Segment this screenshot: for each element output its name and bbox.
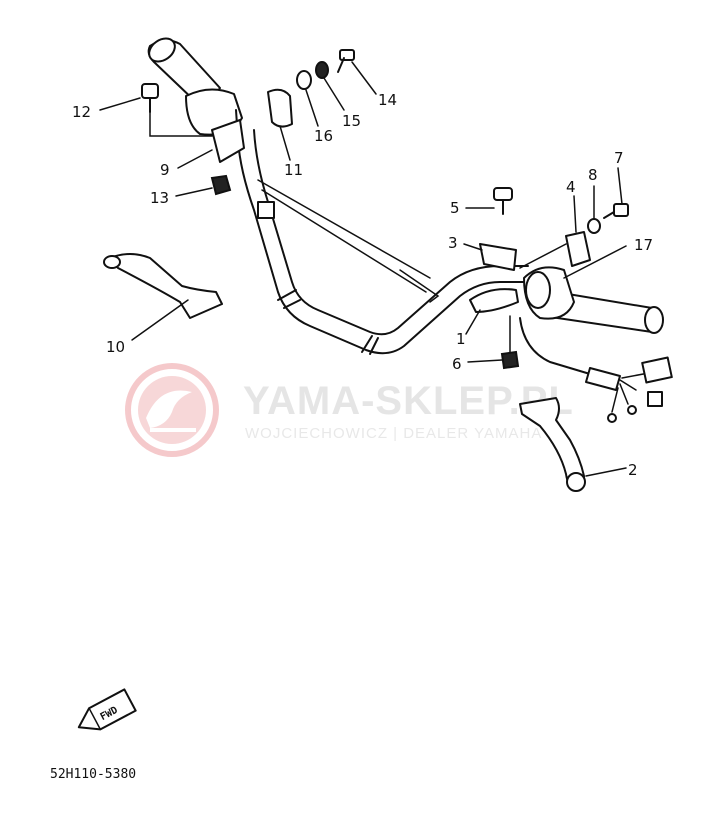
callout-12: 12 xyxy=(72,103,91,121)
watermark-title: YAMA-SKLEP.PL xyxy=(243,379,574,423)
left-lever xyxy=(103,253,223,319)
callout-3: 3 xyxy=(448,234,458,252)
callout-17: 17 xyxy=(634,236,653,254)
callout-4: 4 xyxy=(566,178,576,196)
watermark: YAMA-SKLEP.PL WOJCIECHOWICZ | DEALER YAM… xyxy=(125,363,574,457)
callout-15: 15 xyxy=(342,112,361,130)
small-parts xyxy=(141,49,629,370)
callout-6: 6 xyxy=(452,355,462,373)
callout-16: 16 xyxy=(314,127,333,145)
callout-8: 8 xyxy=(588,166,598,184)
callout-7: 7 xyxy=(614,149,624,167)
diagram-code: 52H110-5380 xyxy=(50,767,136,782)
front-direction-badge: FWD xyxy=(77,688,137,731)
callout-5: 5 xyxy=(450,199,460,217)
callout-11: 11 xyxy=(284,161,303,179)
callouts: 12 9 13 11 16 15 14 10 5 4 8 7 3 17 1 6 … xyxy=(72,91,653,479)
callout-2: 2 xyxy=(628,461,638,479)
watermark-subtitle: WOJCIECHOWICZ | DEALER YAMAHA xyxy=(245,425,542,442)
leader-lines xyxy=(99,61,627,477)
right-lever xyxy=(519,397,586,492)
watermark-logo xyxy=(125,363,219,457)
callout-14: 14 xyxy=(378,91,397,109)
callout-9: 9 xyxy=(160,161,170,179)
callout-13: 13 xyxy=(150,189,169,207)
callout-1: 1 xyxy=(456,330,466,348)
callout-10: 10 xyxy=(106,338,125,356)
